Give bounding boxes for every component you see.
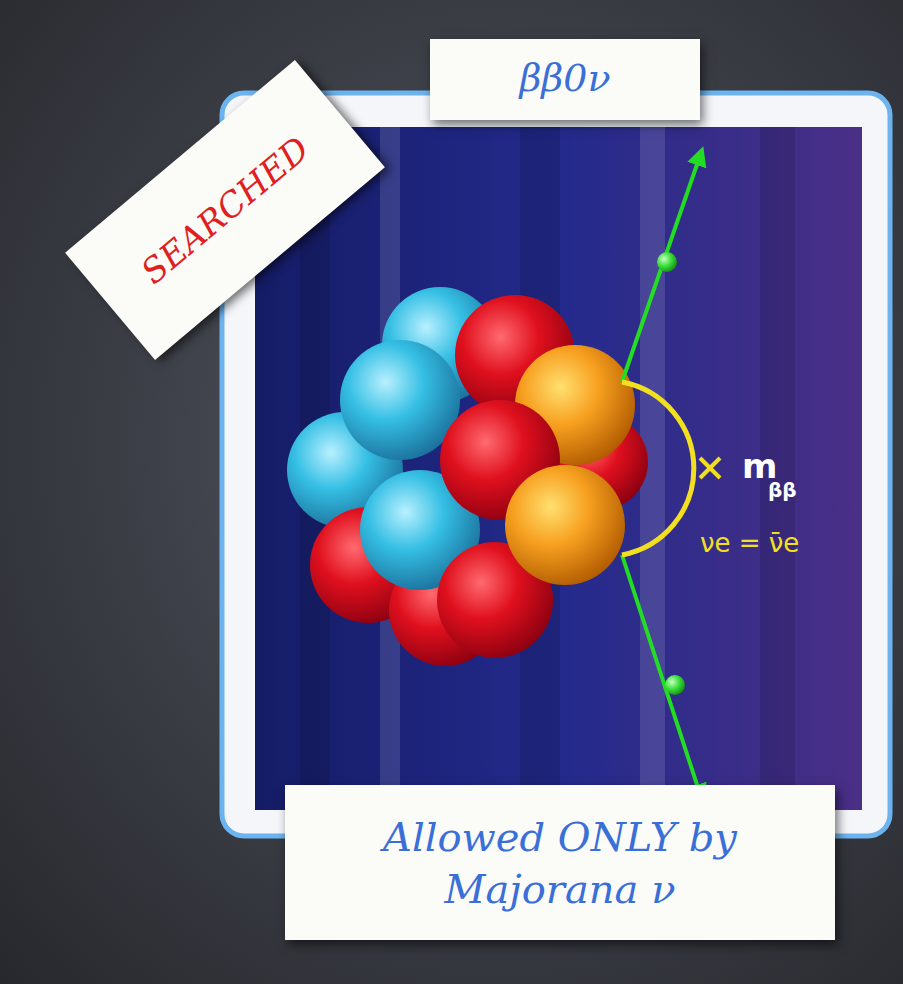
nucleus — [287, 287, 648, 666]
electron-track — [622, 150, 702, 382]
note-text: ββ0ν — [519, 54, 610, 103]
illustration-ground — [255, 127, 862, 810]
neutrino-identity: νe = ν̄e — [700, 528, 799, 558]
mass-cross — [700, 458, 720, 478]
mass-subscript: ββ — [768, 478, 797, 502]
title-note: ββ0ν — [430, 39, 700, 120]
caption-note: Allowed ONLY by Majorana ν — [285, 785, 835, 940]
note-text: Allowed ONLY by Majorana ν — [309, 811, 811, 915]
neutrino-loop — [622, 382, 694, 555]
electron-dot — [665, 675, 685, 695]
electron-track — [622, 555, 702, 800]
electron-dot — [657, 252, 677, 272]
